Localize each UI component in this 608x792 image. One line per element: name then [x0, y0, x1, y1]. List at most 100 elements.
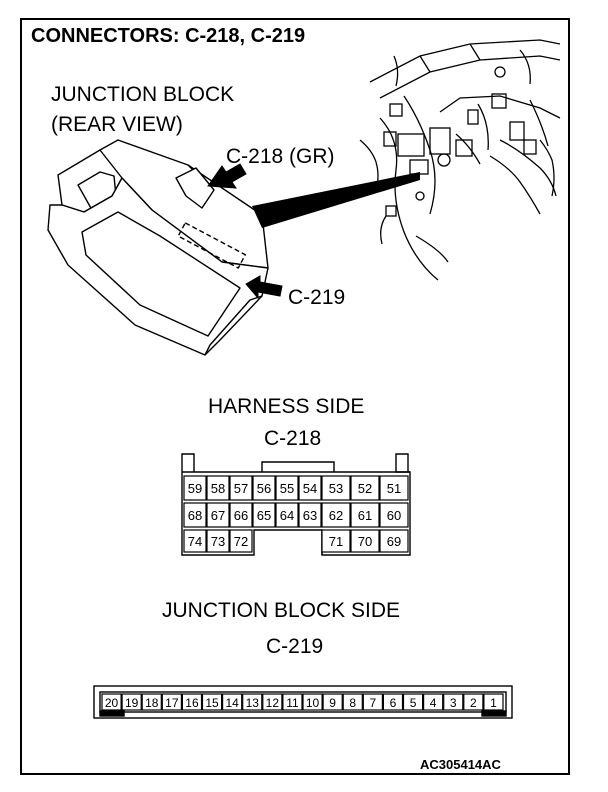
pin-number: 52 — [358, 481, 372, 496]
pin-cell — [101, 693, 122, 711]
pin-cell — [379, 502, 409, 528]
callout-arrows — [207, 163, 283, 300]
pin-number: 62 — [329, 508, 343, 523]
pin-number: 59 — [188, 481, 202, 496]
pin-cell — [443, 693, 464, 711]
pin-number: 73 — [211, 534, 225, 549]
pin-cell — [229, 475, 253, 501]
pin-cell — [322, 693, 343, 711]
pin-cell — [161, 693, 183, 711]
pin-cell — [183, 529, 207, 553]
pin-number: 9 — [329, 696, 336, 710]
pin-cell — [201, 693, 223, 711]
c218-callout-label: C-218 (GR) — [226, 145, 335, 168]
pin-number: 67 — [211, 508, 225, 523]
pin-number: 65 — [257, 508, 271, 523]
pin-number: 5 — [410, 696, 417, 710]
vehicle-harness-illustration — [359, 39, 561, 281]
pin-number: 51 — [387, 481, 401, 496]
pin-cell — [379, 475, 409, 501]
pin-cell — [206, 529, 230, 553]
pin-number: 71 — [329, 534, 343, 549]
pin-number: 10 — [306, 696, 320, 710]
pin-cell — [275, 502, 299, 528]
pin-number: 6 — [390, 696, 397, 710]
pin-number: 63 — [303, 508, 317, 523]
pin-number: 16 — [185, 696, 199, 710]
location-pointer — [252, 172, 420, 228]
c219-connector-face — [93, 685, 513, 719]
pin-number: 2 — [470, 696, 477, 710]
pin-cell — [402, 693, 424, 711]
pin-cell — [252, 475, 276, 501]
pin-cell — [379, 529, 409, 553]
pin-cell — [275, 475, 299, 501]
pin-cell — [206, 475, 230, 501]
pin-number: 4 — [430, 696, 437, 710]
pin-number: 18 — [145, 696, 159, 710]
pin-number: 19 — [125, 696, 139, 710]
pin-number: 53 — [329, 481, 343, 496]
pin-number: 72 — [234, 534, 248, 549]
c219-arrow — [245, 275, 283, 300]
pin-number: 12 — [266, 696, 280, 710]
pin-number: 57 — [234, 481, 248, 496]
pin-cell — [222, 693, 243, 711]
pin-number: 8 — [349, 696, 356, 710]
c219-callout-label: C-219 — [288, 286, 345, 309]
junction-block-illustration — [47, 139, 269, 356]
pin-number: 66 — [234, 508, 248, 523]
c218-arrow — [207, 163, 247, 189]
pin-cell — [141, 693, 162, 711]
junction-block-side-connector-label: C-219 — [266, 635, 323, 658]
harness-side-connector-label: C-218 — [264, 427, 321, 450]
harness-side-heading: HARNESS SIDE — [208, 395, 364, 418]
pin-cell — [183, 475, 207, 501]
pin-cell — [206, 502, 230, 528]
pin-number: 7 — [370, 696, 377, 710]
pin-cell — [321, 529, 351, 553]
pin-cell — [262, 693, 283, 711]
pin-number: 13 — [246, 696, 260, 710]
pin-cell — [483, 693, 504, 711]
pin-cell — [298, 475, 322, 501]
pin-cell — [423, 693, 444, 711]
pin-number: 15 — [205, 696, 219, 710]
pin-cell — [183, 502, 207, 528]
pin-cell — [350, 475, 380, 501]
pin-cell — [121, 693, 142, 711]
c218-connector-face — [181, 453, 411, 556]
pin-number: 20 — [105, 696, 119, 710]
pin-cell — [282, 693, 303, 711]
reference-code: AC305414AC — [420, 757, 502, 772]
junction-block-label: JUNCTION BLOCK — [51, 83, 234, 106]
pin-cell — [362, 693, 383, 711]
pin-cell — [181, 693, 203, 711]
pin-cell — [342, 693, 363, 711]
pin-cell — [350, 502, 380, 528]
pin-number: 68 — [188, 508, 202, 523]
pin-number: 74 — [188, 534, 202, 549]
pin-cell — [242, 693, 263, 711]
diagram-title: CONNECTORS: C-218, C-219 — [31, 25, 305, 47]
junction-block-side-heading: JUNCTION BLOCK SIDE — [162, 599, 400, 622]
pin-number: 58 — [211, 481, 225, 496]
pin-cell — [350, 529, 380, 553]
pin-number: 3 — [450, 696, 457, 710]
pin-cell — [321, 502, 351, 528]
rear-view-label: (REAR VIEW) — [51, 113, 183, 136]
pin-cell — [463, 693, 484, 711]
pin-cell — [302, 693, 323, 711]
pin-cell — [252, 502, 276, 528]
pin-cell — [229, 502, 253, 528]
pin-number: 70 — [358, 534, 372, 549]
pin-number: 56 — [257, 481, 271, 496]
pin-number: 69 — [387, 534, 401, 549]
pin-cell — [382, 693, 404, 711]
pin-number: 14 — [225, 696, 239, 710]
pin-number: 54 — [303, 481, 317, 496]
pin-number: 17 — [165, 696, 179, 710]
pin-cell — [298, 502, 322, 528]
